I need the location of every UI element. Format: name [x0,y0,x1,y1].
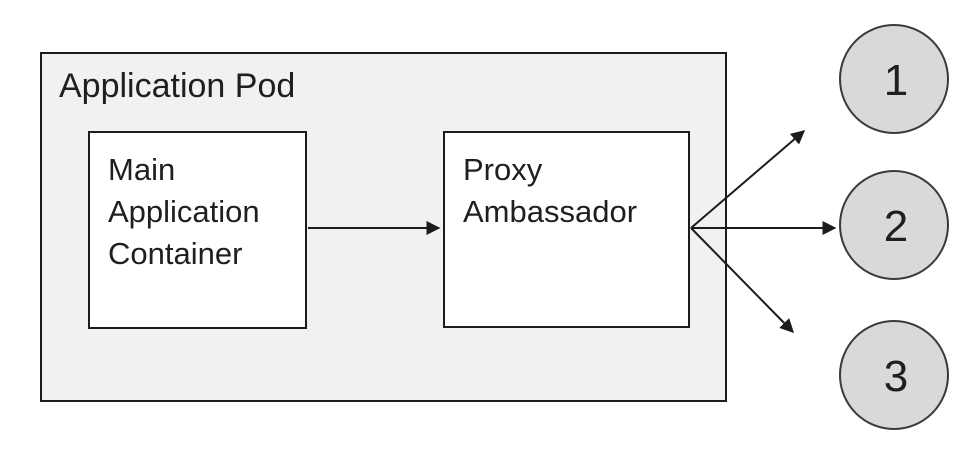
main-application-container-label: Main Application Container [108,152,260,271]
endpoint-node-2: 2 [839,170,949,280]
main-application-container-node: Main Application Container [88,131,307,329]
endpoint-2-label: 2 [883,202,909,251]
proxy-ambassador-label: Proxy Ambassador [463,152,638,229]
proxy-ambassador-node: Proxy Ambassador [443,131,690,328]
endpoint-3-label: 3 [883,352,909,401]
application-pod-label: Application Pod [59,67,296,105]
endpoint-node-1: 1 [839,24,949,134]
endpoint-1-label: 1 [883,56,909,105]
endpoint-node-3: 3 [839,320,949,430]
